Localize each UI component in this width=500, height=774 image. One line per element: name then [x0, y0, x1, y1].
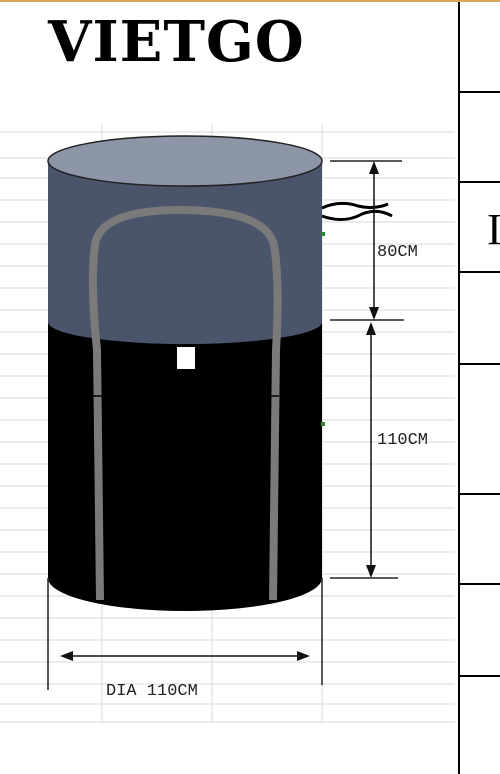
- height-body-arrow: [366, 322, 376, 578]
- bag-top-section: [47, 135, 323, 344]
- dimension-guides: [47, 160, 404, 690]
- bag-lid: [47, 135, 323, 187]
- diameter-arrow: [60, 651, 310, 661]
- height-top-arrow: [369, 161, 379, 320]
- top-height-label: 80CM: [377, 243, 418, 262]
- side-table-partial-letter: I: [487, 205, 500, 254]
- header-rule: [0, 0, 500, 2]
- body-height-label: 110CM: [377, 431, 428, 450]
- side-table: [458, 2, 500, 774]
- tie-string: [321, 201, 393, 221]
- label-patch: [177, 347, 195, 369]
- green-marker: [321, 422, 325, 426]
- brand-logo-text: VIETGO: [48, 9, 305, 75]
- green-marker: [321, 232, 325, 236]
- diameter-label: DIA 110CM: [106, 682, 198, 701]
- lifting-loop: [88, 206, 282, 601]
